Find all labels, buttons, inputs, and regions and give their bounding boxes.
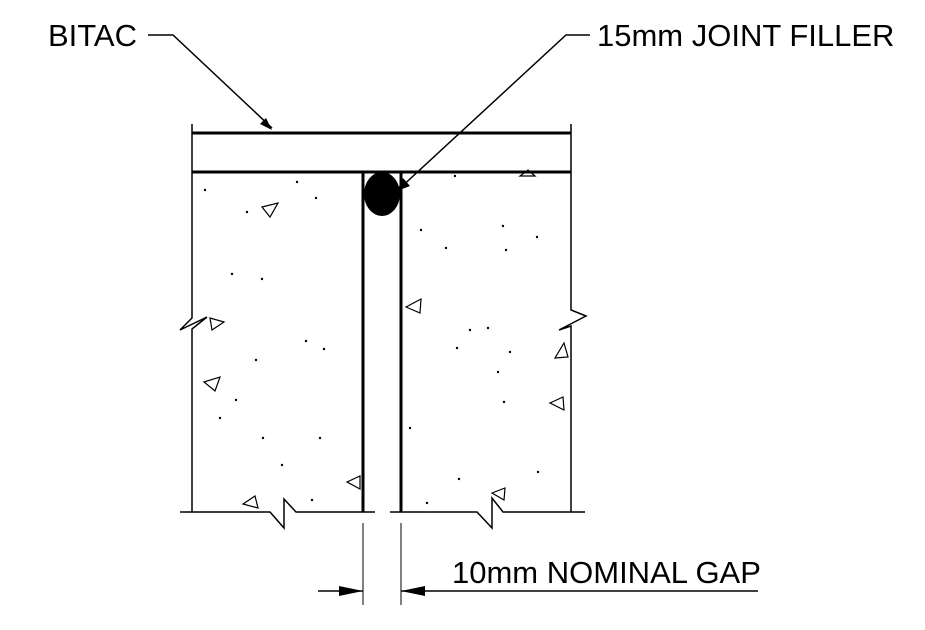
aggregate-dot (455, 346, 459, 350)
aggregate-mark (345, 475, 361, 491)
concrete-hatch-left (202, 180, 361, 509)
aggregate-mark (490, 487, 506, 501)
aggregate-dot (261, 436, 265, 440)
aggregate-dot (496, 370, 500, 374)
aggregate-dot (502, 400, 506, 404)
aggregate-dot (419, 228, 423, 232)
label-joint-filler: 15mm JOINT FILLER (597, 18, 894, 53)
aggregate-dot (425, 501, 429, 505)
aggregate-dot (408, 426, 412, 430)
aggregate-mark (202, 376, 221, 393)
right-bottom-break-line (390, 495, 585, 530)
aggregate-dot (304, 339, 308, 343)
aggregate-dot (230, 272, 234, 276)
left-bottom-break-line (180, 497, 375, 530)
aggregate-mark (404, 297, 422, 314)
aggregate-dot (218, 416, 222, 420)
leader-bitac-arrowhead (260, 118, 272, 130)
right-slab-edge (558, 172, 588, 512)
aggregate-dot (504, 248, 508, 252)
joint-filler-rod (364, 172, 400, 216)
aggregate-mark (241, 495, 259, 509)
aggregate-mark (553, 341, 569, 359)
leader-joint-filler (397, 34, 590, 191)
aggregate-dot (245, 210, 249, 214)
aggregate-dot (254, 358, 258, 362)
dim-arrow-left (339, 586, 363, 596)
aggregate-dot (444, 246, 448, 250)
aggregate-dot (535, 235, 539, 239)
aggregate-dot (322, 347, 326, 351)
aggregate-dot (457, 477, 461, 481)
aggregate-dot (234, 398, 238, 402)
aggregate-dot (486, 326, 490, 330)
aggregate-dot (453, 174, 457, 178)
aggregate-dot (501, 224, 505, 228)
left-slab-edge (179, 172, 208, 512)
aggregate-mark (518, 169, 537, 177)
aggregate-dot (536, 470, 540, 474)
aggregate-dot (318, 436, 322, 440)
aggregate-dot (295, 180, 299, 184)
aggregate-dot (280, 463, 284, 467)
leader-bitac (148, 34, 273, 129)
concrete-hatch-right (404, 169, 569, 505)
aggregate-mark (548, 396, 565, 412)
aggregate-mark (260, 202, 280, 219)
aggregate-dot (260, 277, 264, 281)
aggregate-dot (310, 498, 314, 502)
aggregate-dot (508, 350, 512, 354)
label-bitac: BITAC (48, 18, 137, 53)
aggregate-dot (203, 188, 207, 192)
aggregate-dot (468, 328, 472, 332)
aggregate-dot (314, 196, 318, 200)
aggregate-mark (209, 317, 226, 332)
dim-arrow-right (401, 586, 425, 596)
label-nominal-gap: 10mm NOMINAL GAP (452, 555, 761, 590)
